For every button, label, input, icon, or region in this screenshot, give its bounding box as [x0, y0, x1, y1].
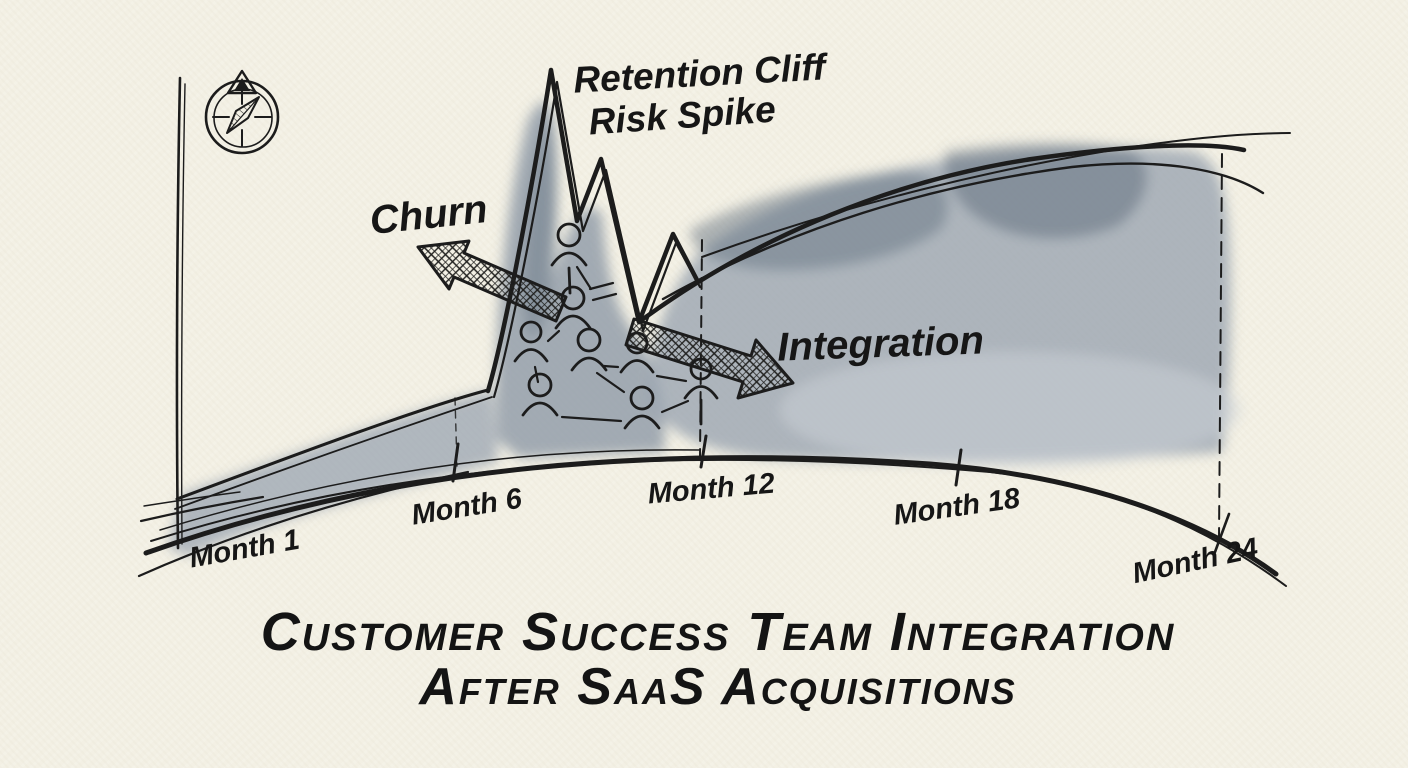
page-title-line2: After SaaS Acquisitions: [417, 658, 1016, 716]
growth-line-sketch: [174, 396, 493, 510]
integration-curve: [636, 143, 1247, 325]
growth-line: [175, 388, 490, 501]
month-12-label: Month 12: [646, 468, 776, 511]
people-network-icon: [513, 222, 719, 430]
integration-curve-sketch: [661, 162, 1265, 301]
month-12-tick: [699, 434, 708, 469]
corner-stroke: [139, 495, 265, 523]
timeline-axis-sketch: [159, 449, 701, 531]
retention-spike-line: [485, 67, 700, 394]
arrow-layer: [416, 239, 795, 400]
retention-cliff-label-line1: Retention Cliff: [572, 46, 830, 100]
compass-icon: [204, 69, 280, 155]
wash-left-band: [168, 390, 498, 556]
month-6-label: Month 6: [409, 482, 525, 531]
y-axis-line: [175, 76, 182, 550]
integration-arrow-icon: [624, 317, 795, 400]
ink-layer: [137, 67, 1291, 587]
people-connector-lines: [533, 265, 690, 423]
page-title-line1: Customer Success Team Integration: [261, 602, 1176, 662]
month-18-tick: [954, 448, 963, 487]
timeline-axis-sketch: [150, 458, 1287, 587]
retention-spike-line-sketch: [492, 80, 702, 399]
churn-label: Churn: [368, 187, 490, 243]
month-24-guide-line: [1218, 153, 1223, 539]
churn-arrow-icon: [416, 239, 568, 323]
wash-right-light: [780, 352, 1240, 468]
emphasis-marks: [588, 281, 618, 302]
corner-stroke: [143, 491, 241, 507]
month-6-tick: [451, 442, 460, 483]
month-24-tick: [1213, 512, 1231, 554]
timeline-axis: [143, 455, 1279, 577]
month-24-label: Month 24: [1130, 532, 1261, 590]
integration-label: Integration: [777, 318, 985, 369]
integration-curve-sketch: [701, 132, 1291, 258]
month-18-label: Month 18: [891, 482, 1022, 532]
y-axis-line-sketch: [180, 83, 186, 545]
